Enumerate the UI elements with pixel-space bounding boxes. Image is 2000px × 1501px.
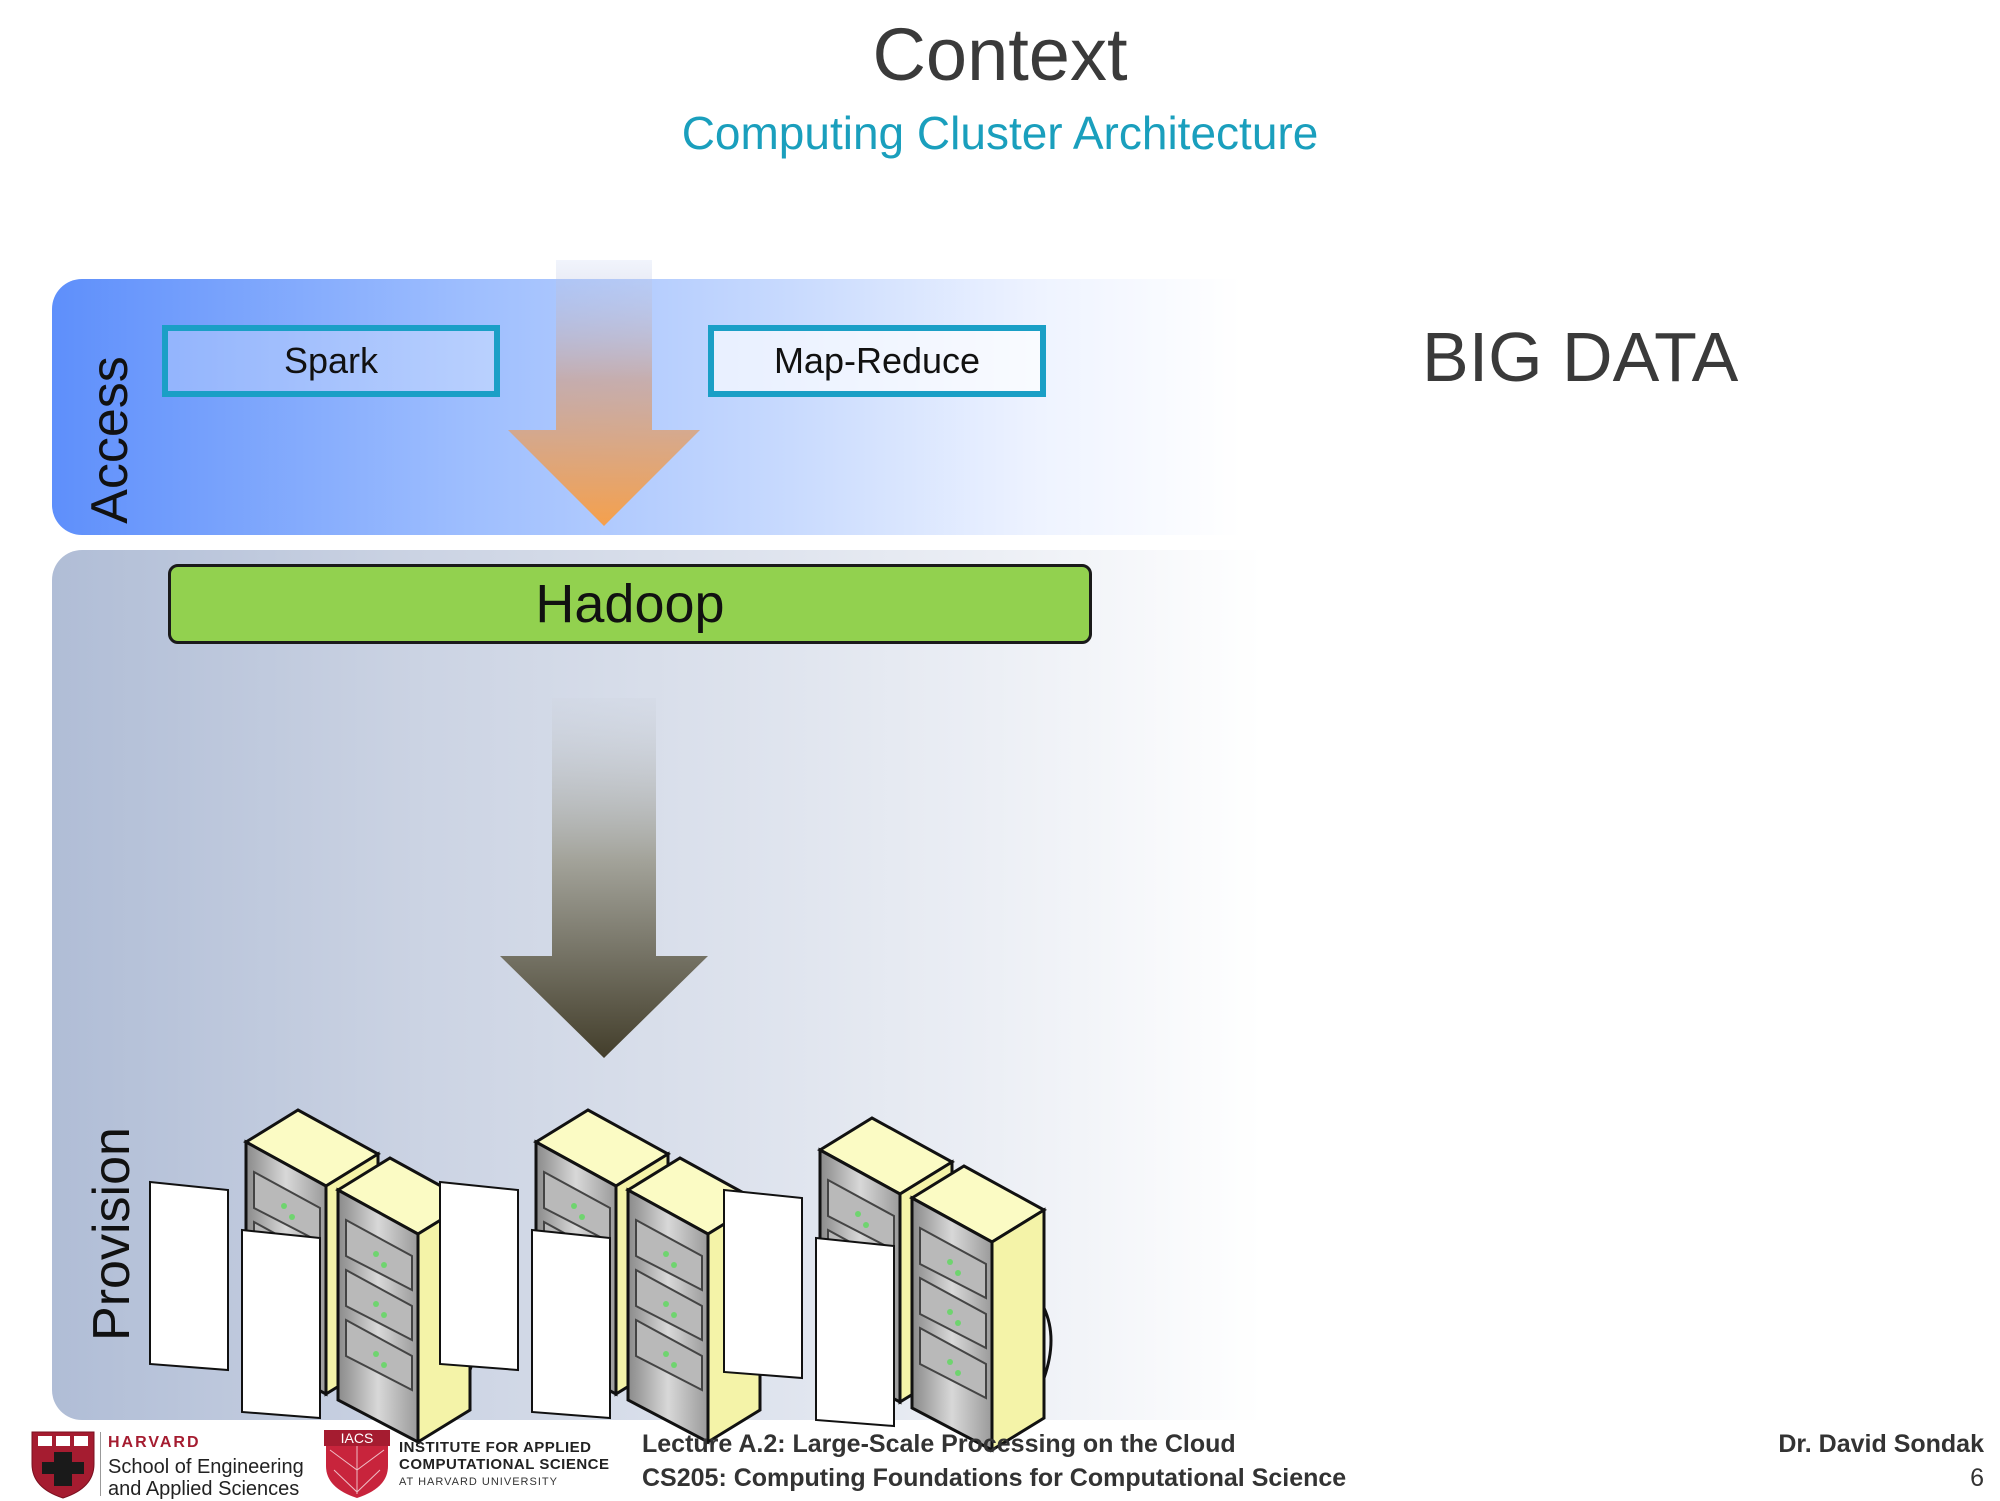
seas-name-line2: and Applied Sciences — [108, 1478, 300, 1500]
map-reduce-box: Map-Reduce — [708, 325, 1046, 397]
iacs-name-line2: COMPUTATIONAL SCIENCE — [399, 1456, 610, 1473]
slide-subtitle: Computing Cluster Architecture — [681, 107, 1319, 159]
iacs-name-line3: AT HARVARD UNIVERSITY — [399, 1476, 558, 1488]
server-group-2 — [440, 1110, 767, 1442]
iacs-badge-text: IACS — [341, 1430, 374, 1446]
spark-box: Spark — [162, 325, 500, 397]
provision-down-arrow — [500, 698, 708, 1058]
slide-title: Context — [872, 13, 1128, 96]
logo-divider — [100, 1432, 101, 1496]
big-data-heading: BIG DATA — [1422, 318, 1739, 396]
iacs-shield-icon: IACS — [324, 1430, 390, 1498]
seas-name-line1: School of Engineering — [108, 1456, 304, 1478]
server-group-3 — [724, 1118, 1051, 1450]
server-group-1 — [150, 1110, 477, 1442]
footer-author: Dr. David Sondak — [1778, 1430, 1984, 1458]
harvard-shield-icon — [31, 1431, 95, 1499]
harvard-wordmark: HARVARD — [108, 1434, 201, 1451]
footer-course-title: CS205: Computing Foundations for Computa… — [642, 1464, 1347, 1492]
access-down-arrow — [508, 260, 700, 526]
page-number: 6 — [1970, 1464, 1984, 1492]
hadoop-box: Hadoop — [168, 564, 1092, 644]
footer-lecture-title: Lecture A.2: Large-Scale Processing on t… — [642, 1430, 1236, 1458]
iacs-name-line1: INSTITUTE FOR APPLIED — [399, 1439, 592, 1456]
